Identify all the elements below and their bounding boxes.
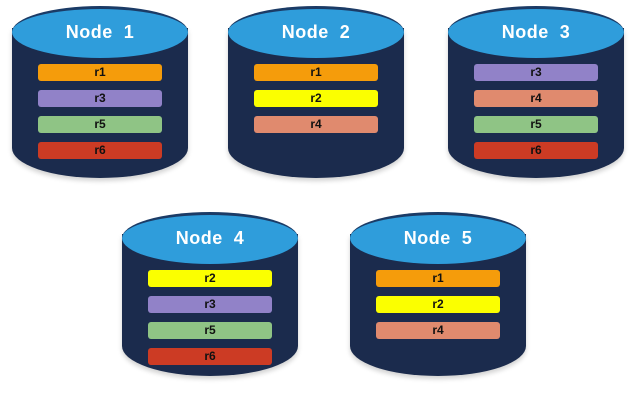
node-label: Node 3 <box>501 22 571 42</box>
replica-bar-r6[interactable]: r6 <box>38 142 162 159</box>
replica-bar-r6[interactable]: r6 <box>148 348 272 365</box>
replica-list: r1 r3 r5 r6 <box>12 64 188 168</box>
replica-bar-r3[interactable]: r3 <box>38 90 162 107</box>
replica-bar-r3[interactable]: r3 <box>148 296 272 313</box>
node-cylinder-4[interactable]: Node 4 r2 r3 r5 r6 <box>122 212 298 382</box>
cylinder-top-ellipse <box>122 212 298 264</box>
replica-list: r3 r4 r5 r6 <box>448 64 624 168</box>
cylinder-top-ellipse <box>448 6 624 58</box>
replica-bar-r5[interactable]: r5 <box>474 116 598 133</box>
node-label: Node 4 <box>175 228 245 248</box>
replica-bar-r1[interactable]: r1 <box>38 64 162 81</box>
replica-bar-r5[interactable]: r5 <box>148 322 272 339</box>
replica-list: r1 r2 r4 <box>350 270 526 348</box>
node-label: Node 1 <box>65 22 135 42</box>
replica-bar-r2[interactable]: r2 <box>376 296 500 313</box>
replica-bar-r1[interactable]: r1 <box>254 64 378 81</box>
replica-bar-r4[interactable]: r4 <box>376 322 500 339</box>
replica-bar-r4[interactable]: r4 <box>474 90 598 107</box>
replica-bar-r2[interactable]: r2 <box>254 90 378 107</box>
cylinder-top-ellipse <box>228 6 404 58</box>
node-label: Node 2 <box>281 22 351 42</box>
replica-bar-r1[interactable]: r1 <box>376 270 500 287</box>
node-cylinder-2[interactable]: Node 2 r1 r2 r4 <box>228 6 404 184</box>
cylinder-top-ellipse <box>12 6 188 58</box>
node-cylinder-3[interactable]: Node 3 r3 r4 r5 r6 <box>448 6 624 184</box>
node-label: Node 5 <box>403 228 473 248</box>
replica-list: r1 r2 r4 <box>228 64 404 142</box>
replica-bar-r5[interactable]: r5 <box>38 116 162 133</box>
replica-bar-r3[interactable]: r3 <box>474 64 598 81</box>
replica-bar-r2[interactable]: r2 <box>148 270 272 287</box>
replica-list: r2 r3 r5 r6 <box>122 270 298 374</box>
replica-bar-r4[interactable]: r4 <box>254 116 378 133</box>
node-cylinder-5[interactable]: Node 5 r1 r2 r4 <box>350 212 526 382</box>
cylinder-top-ellipse <box>350 212 526 264</box>
replica-bar-r6[interactable]: r6 <box>474 142 598 159</box>
node-cylinder-1[interactable]: Node 1 r1 r3 r5 r6 <box>12 6 188 184</box>
